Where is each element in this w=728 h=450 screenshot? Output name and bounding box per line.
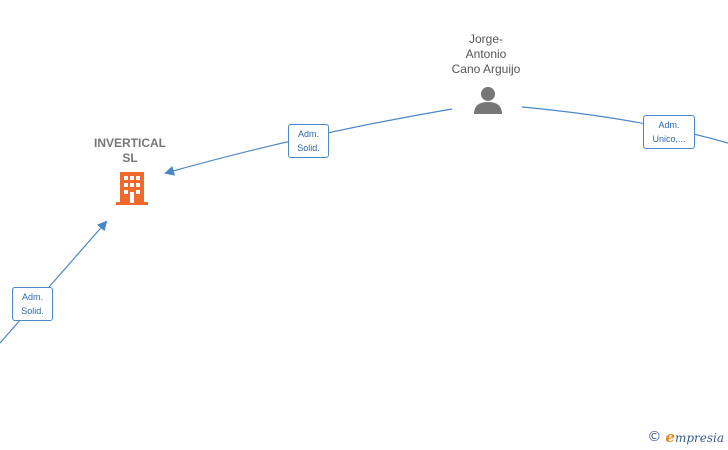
copyright-icon: © bbox=[647, 429, 662, 445]
brand-watermark: © empresia bbox=[647, 428, 724, 446]
edge-label-person-offscreen[interactable]: Adm. Unico,... bbox=[643, 115, 695, 149]
company-name[interactable]: INVERTICAL SL bbox=[94, 136, 166, 165]
building-icon[interactable] bbox=[115, 170, 149, 206]
person-name[interactable]: Jorge- Antonio Cano Arguijo bbox=[451, 32, 521, 76]
person-icon[interactable] bbox=[472, 84, 504, 116]
edge-label-person-company[interactable]: Adm. Solid. bbox=[288, 124, 329, 158]
edge-offscreen-company-line bbox=[0, 220, 108, 344]
edge-label-offscreen-company[interactable]: Adm. Solid. bbox=[12, 287, 53, 321]
brand-logo: empresia bbox=[665, 428, 724, 446]
edge-person-offscreen-line bbox=[521, 106, 728, 144]
